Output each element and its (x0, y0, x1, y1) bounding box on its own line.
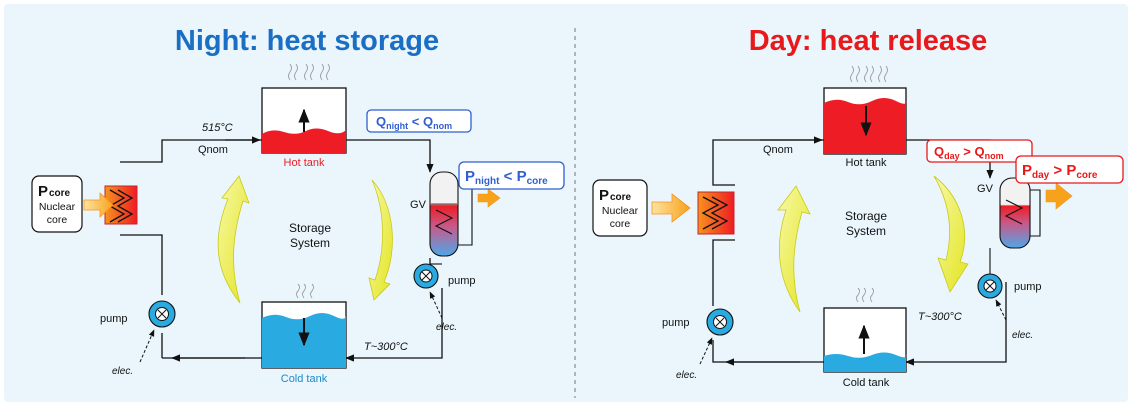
night-gv-label: GV (410, 199, 427, 211)
night-q-box: Qnight < Qnom (366, 109, 472, 133)
day-core-line2: core (610, 218, 631, 230)
night-p-box-text: Pnight < Pcore (465, 168, 548, 187)
day-hot-vapor-icon (850, 65, 888, 83)
night-pump-core: pump elec. (100, 300, 176, 377)
day-pipe-pump-to-cold (905, 282, 1007, 366)
day-right-flow-arrow (933, 175, 969, 293)
night-right-flow-arrow (368, 179, 393, 301)
day-storage-line2: System (846, 224, 886, 238)
night-title: Night: heat storage (175, 25, 439, 57)
night-panel: Night: heat storage Hot tank Cold tank (31, 25, 565, 385)
night-pipe-pump-to-cold (345, 288, 443, 362)
night-hot-tank-label: Hot tank (284, 157, 325, 169)
night-core-sub: core (49, 188, 71, 199)
day-pump-core-icon (715, 317, 725, 327)
night-qnom-label: Qnom (198, 144, 228, 156)
day-gv: GV (977, 177, 1073, 249)
day-pipe-to-core (712, 239, 735, 306)
day-panel: Day: heat release Hot tank Cold tank Qno… (592, 25, 1124, 389)
day-gv-coil-icon (1004, 199, 1024, 225)
day-pump-gv-icon (985, 281, 995, 291)
day-core-heat-arrow (651, 193, 691, 223)
night-temp-label: 515°C (202, 122, 233, 134)
night-pump-core-icon (157, 309, 167, 319)
night-storage-line2: System (290, 236, 330, 250)
day-pump-core: pump elec. (662, 308, 734, 381)
night-left-flow-arrow (217, 175, 250, 304)
day-core-sub: core (610, 192, 632, 203)
day-hot-tank-label: Hot tank (846, 157, 887, 169)
day-q-box-text: Qday > Qnom (934, 144, 1004, 161)
day-pump-core-label: pump (662, 317, 690, 329)
night-pump-core-label: pump (100, 313, 128, 325)
night-core-heat-arrow (83, 192, 114, 218)
night-cold-tank-label: Cold tank (281, 373, 328, 385)
night-gv-coil-icon (434, 209, 454, 235)
day-cold-tank-label: Cold tank (843, 377, 890, 389)
day-gv-label: GV (977, 183, 994, 195)
day-qnom-label: Qnom (763, 144, 793, 156)
night-core-line1: Nuclear (39, 201, 76, 213)
night-pipe-to-core (120, 234, 163, 295)
night-hot-vapor-icon (288, 63, 330, 81)
day-cold-tank: Cold tank (823, 287, 907, 389)
night-storage-line1: Storage (289, 221, 331, 235)
night-core-box: P core Nuclear core (31, 175, 83, 233)
night-elec-gv-label: elec. (436, 322, 457, 333)
day-pump-gv-label: pump (1014, 281, 1042, 293)
night-cold-vapor-icon (296, 283, 314, 299)
day-left-flow-arrow (777, 185, 811, 313)
night-p-box: Pnight < Pcore (458, 161, 565, 190)
day-p-box: Pday > Pcore (1015, 155, 1124, 184)
night-cold-tank: Cold tank (261, 283, 347, 385)
day-cold-vapor-icon (856, 287, 874, 303)
day-hx-coil-icon (701, 196, 729, 230)
night-pipe-hot-to-gv (346, 139, 434, 173)
day-p-box-text: Pday > Pcore (1022, 162, 1098, 181)
night-hot-tank: Hot tank (261, 63, 347, 169)
night-core-p: P (38, 183, 48, 200)
night-gv-out-arrow (477, 188, 501, 208)
day-core-p: P (599, 187, 609, 204)
day-t-label: T~300°C (918, 311, 962, 323)
day-title: Day: heat release (749, 25, 988, 57)
day-heat-exchanger (697, 191, 735, 235)
day-core-line1: Nuclear (602, 205, 639, 217)
day-hot-tank: Hot tank (823, 65, 907, 169)
night-pump-gv-label: pump (448, 275, 476, 287)
night-pump-gv: pump elec. (413, 263, 476, 333)
night-t-label: T~300°C (364, 341, 408, 353)
panel-background (4, 4, 1128, 402)
day-storage-line1: Storage (845, 209, 887, 223)
night-q-box-text: Qnight < Qnom (376, 114, 452, 131)
night-elec-core-label: elec. (112, 366, 133, 377)
day-elec-gv-label: elec. (1012, 330, 1033, 341)
day-gv-out-arrow (1045, 182, 1073, 210)
day-core-box: P core Nuclear core (592, 179, 648, 237)
day-q-box: Qday > Qnom (926, 139, 1033, 163)
night-pipe-core-to-hot (120, 139, 262, 163)
day-pump-gv: pump elec. (977, 248, 1042, 341)
night-pump-gv-icon (421, 271, 431, 281)
night-core-line2: core (47, 214, 68, 226)
day-elec-core-label: elec. (676, 370, 697, 381)
